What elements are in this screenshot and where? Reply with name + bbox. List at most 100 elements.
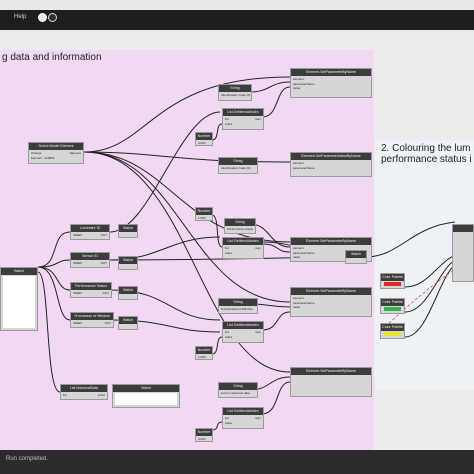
string-value: Identification Code (0) (221, 166, 251, 170)
color-swatch-red[interactable] (384, 282, 401, 286)
port-label: OUT (102, 291, 109, 295)
color-swatch-yellow[interactable] (384, 332, 401, 336)
node-title: String (219, 85, 251, 92)
node-watch-1[interactable]: Watch (118, 224, 138, 238)
port-label: index (225, 334, 233, 339)
node-title: % Increase of Window (71, 313, 113, 320)
node-color-palette-yellow[interactable]: Color Palette (380, 323, 405, 339)
node-title: Number (196, 133, 212, 140)
node-watch-5[interactable]: Watch (345, 250, 367, 264)
port-label: OUT (100, 233, 107, 237)
toggle-on-icon[interactable] (38, 13, 47, 22)
node-list-get-item-3[interactable]: List.GetItemAtIndex list item index (222, 321, 264, 343)
node-title: Color Palette (381, 324, 404, 331)
port-label: value (293, 255, 301, 259)
node-title: Select Model Element (29, 143, 83, 150)
node-string-2[interactable]: String Identification Code (0) (218, 157, 258, 174)
node-title: Number (196, 347, 212, 354)
node-title: Watch (119, 257, 137, 264)
port-label: INDEX (73, 291, 83, 295)
node-title: List.GetItemAtIndex (223, 408, 263, 415)
node-title: String (219, 299, 257, 306)
node-list-get-item-1[interactable]: List.GetItemAtIndex list item index (222, 108, 264, 130)
port-label: element (293, 246, 304, 250)
node-title: Watch (119, 287, 137, 294)
watch-output (115, 393, 177, 405)
node-title: Number (196, 429, 212, 436)
number-value: 0.000 (198, 141, 206, 145)
node-number-1[interactable]: Number 0.000 (195, 132, 213, 146)
menu-bar: Help (0, 10, 474, 30)
port-label: item (255, 117, 261, 121)
node-string-4[interactable]: String % Estimated of Window (218, 298, 258, 314)
color-swatch-green[interactable] (384, 307, 401, 311)
group-title-data: g data and information (2, 52, 102, 63)
node-string-5[interactable]: String Link to Historical data (218, 382, 258, 398)
node-watch-2[interactable]: Watch (118, 256, 138, 270)
node-watch-6[interactable]: Watch (112, 384, 180, 408)
node-title: Luminaire ID (71, 225, 109, 232)
graph-canvas[interactable]: g data and information 2. Colouring the … (0, 32, 474, 450)
node-title: List.GetItemAtIndex (223, 238, 263, 245)
node-watch-main[interactable]: Watch (0, 267, 38, 331)
port-label: index (225, 250, 233, 255)
node-title: Watch (119, 317, 137, 324)
node-list-get-item-4[interactable]: List.GetItemAtIndex list item index (222, 407, 264, 429)
port-label: list (225, 330, 229, 334)
port-label: element (293, 161, 304, 165)
watch-output (3, 276, 35, 328)
change-button[interactable]: Change (31, 151, 42, 155)
port-label: index (225, 121, 233, 126)
port-label: OUT (104, 321, 111, 325)
port-label: parameterName (293, 250, 315, 255)
port-label: list (63, 393, 67, 397)
node-color-palette-red[interactable]: Color Palette (380, 273, 405, 289)
port-label: parameterName (293, 300, 315, 305)
node-title (453, 225, 473, 232)
port-label: list (225, 416, 229, 420)
node-luminaire-id[interactable]: Luminaire ID INDEX OUT (70, 224, 110, 240)
node-title: Watch (119, 225, 137, 232)
port-label: index (97, 393, 105, 397)
node-title: List.GetItemAtIndex (223, 322, 263, 329)
node-offscreen[interactable] (452, 224, 474, 282)
status-text: Run completed. (6, 456, 49, 462)
port-label: item (255, 416, 261, 420)
node-title: Element.SetParameterByName (291, 238, 371, 245)
number-value: 1.000 (198, 355, 206, 359)
port-label: index (225, 420, 233, 425)
node-string-1[interactable]: String Identification Code (0) (218, 84, 252, 101)
node-title: String (225, 219, 255, 226)
node-number-4[interactable]: Number 3.000 (195, 428, 213, 442)
node-title: Watch (113, 385, 179, 392)
node-color-palette-green[interactable]: Color Palette (380, 298, 405, 314)
node-title: Element.SetParameterByName (291, 368, 371, 375)
menu-item-help[interactable]: Help (14, 14, 27, 20)
node-watch-3[interactable]: Watch (118, 286, 138, 300)
node-watch-4[interactable]: Watch (118, 316, 138, 330)
port-label: list (225, 117, 229, 121)
port-label: element (293, 296, 304, 300)
node-number-2[interactable]: Number 1.000 (195, 207, 213, 221)
port-label: INDEX (73, 233, 83, 237)
node-title: Element.SetParameterByName (291, 288, 371, 295)
port-label: parameterName (293, 81, 315, 86)
node-string-3[interactable]: String Performance status (224, 218, 256, 234)
port-label: item (255, 330, 261, 334)
node-title: List.GetItemAtIndex (223, 109, 263, 116)
node-set-parameter-5[interactable]: Element.SetParameterByName (290, 367, 372, 397)
node-title: Sensor ID (71, 253, 109, 260)
string-value: Identification Code (0) (221, 93, 251, 97)
toggle-off-icon[interactable] (48, 13, 57, 22)
node-number-3[interactable]: Number 1.000 (195, 346, 213, 360)
